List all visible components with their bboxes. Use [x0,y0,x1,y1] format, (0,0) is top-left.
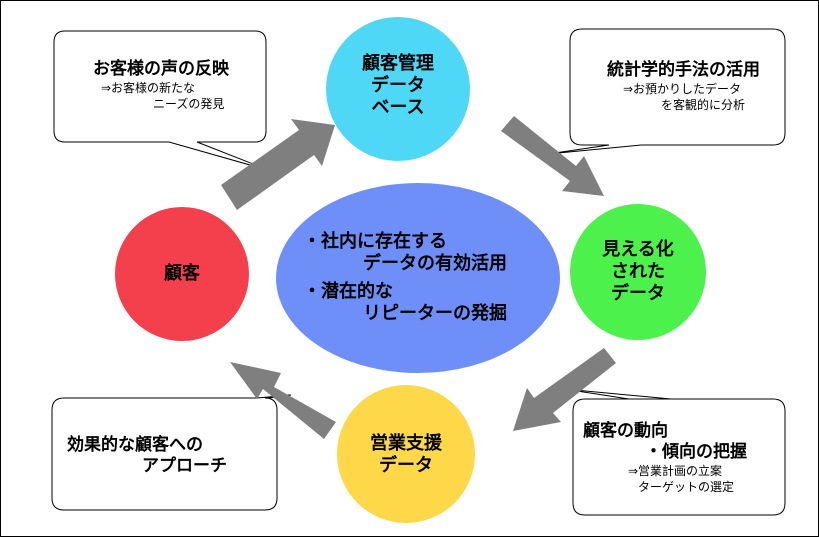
node-customer-circle [115,207,249,341]
node-support: 営業支援 データ [346,433,466,477]
callout-voice-sub1: ⇒お客様の新たな [101,81,196,95]
callout-voice: お客様の声の反映 ⇒お客様の新たな ニーズの発見 [61,59,261,112]
callout-trend: 顧客の動向 ・傾向の把握 ⇒営業計画の立案 ターゲットの選定 [583,421,778,495]
node-database-line1: 顧客管理 [362,53,434,74]
node-visualized: 見える化 された データ [581,239,695,305]
node-support-line2: データ [379,455,433,476]
node-customer-line1: 顧客 [164,263,200,284]
callout-approach-title2: アプローチ [142,456,227,476]
callout-approach-bubble [51,394,292,511]
center-text: ・社内に存在する データの有効活用 ・潜在的な リピーターの発掘 [301,231,541,325]
callout-approach-title1: 効果的な顧客への [67,435,203,455]
callout-stats: 統計学的手法の活用 ⇒お預かりしたデータ を客観的に分析 [586,60,781,113]
arrow-database-to-visualized [501,116,604,196]
callout-trend-sub1: ⇒営業計画の立案 [628,464,723,478]
arrow-support-to-customer [230,362,336,439]
callout-trend-bubble [563,388,786,516]
node-support-circle [337,385,475,523]
callout-stats-bubble [547,28,786,155]
callout-voice-title: お客様の声の反映 [93,59,229,79]
callout-trend-sub2: ターゲットの選定 [638,480,735,494]
node-visualized-line3: データ [611,283,665,304]
node-customer: 顧客 [142,263,222,285]
callout-trend-title2: ・傾向の把握 [645,442,747,462]
center-line4: リピーターの発掘 [363,303,507,324]
center-line3: ・潜在的な [303,281,393,302]
callout-approach: 効果的な顧客への アプローチ [67,435,272,477]
callout-voice-sub2: ニーズの発見 [153,97,225,111]
node-database-line2: データ [371,75,425,96]
arrow-customer-to-database [221,119,335,210]
callout-trend-title1: 顧客の動向 [583,421,668,441]
node-visualized-line1: 見える化 [602,239,674,260]
center-oval [274,181,562,375]
node-visualized-line2: された [611,261,665,282]
callout-stats-title: 統計学的手法の活用 [607,60,760,80]
callout-voice-bubble [53,30,272,172]
node-support-line1: 営業支援 [370,433,442,454]
arrow-visualized-to-support [513,348,616,431]
node-database-line3: ベース [371,97,425,118]
node-database: 顧客管理 データ ベース [338,53,458,119]
callout-stats-sub2: を客観的に分析 [661,98,746,112]
node-visualized-circle [570,204,706,340]
center-line2: データの有効活用 [363,253,507,274]
callout-stats-sub1: ⇒お預かりしたデータ [623,82,742,96]
center-line1: ・社内に存在する [303,231,447,252]
node-database-circle [326,17,470,161]
